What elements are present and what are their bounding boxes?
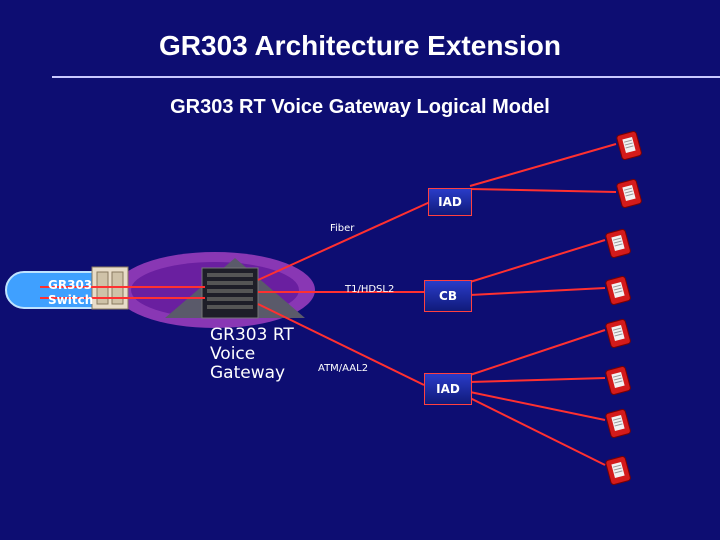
switch-label-line2: Switch (48, 293, 94, 307)
iad-top-node: IAD (428, 188, 472, 216)
title-divider (52, 76, 720, 78)
telephone-icon (605, 275, 631, 305)
iad-bottom-node: IAD (424, 373, 472, 405)
telephone-icon (605, 455, 631, 485)
slide-subtitle: GR303 RT Voice Gateway Logical Model (170, 96, 550, 118)
gateway-label-line2: Voice (210, 344, 256, 364)
fiber-label: Fiber (330, 223, 355, 234)
gateway-rack-icon (201, 267, 259, 319)
gateway-label-line1: GR303 RT (210, 325, 294, 345)
telephone-icon (605, 365, 631, 395)
slide-title: GR303 Architecture Extension (159, 30, 561, 61)
fiber-link (257, 201, 431, 281)
t1-label: T1/HDSL2 (345, 284, 395, 295)
atm-link (257, 303, 425, 386)
link-lines (40, 143, 617, 466)
telephone-icon (605, 408, 631, 438)
gateway-label-line3: Gateway (210, 363, 286, 383)
switch-label: GR303 Switch (48, 278, 93, 308)
telephone-icon (616, 130, 642, 160)
telephone-icon (605, 318, 631, 348)
gateway-label: GR303 RT Voice Gateway (210, 326, 294, 383)
atm-label: ATM/AAL2 (318, 363, 369, 374)
switch-label-line1: GR303 (48, 278, 93, 292)
cb-node: CB (424, 280, 472, 312)
telephone-icon (616, 178, 642, 208)
telephone-icon (605, 228, 631, 258)
